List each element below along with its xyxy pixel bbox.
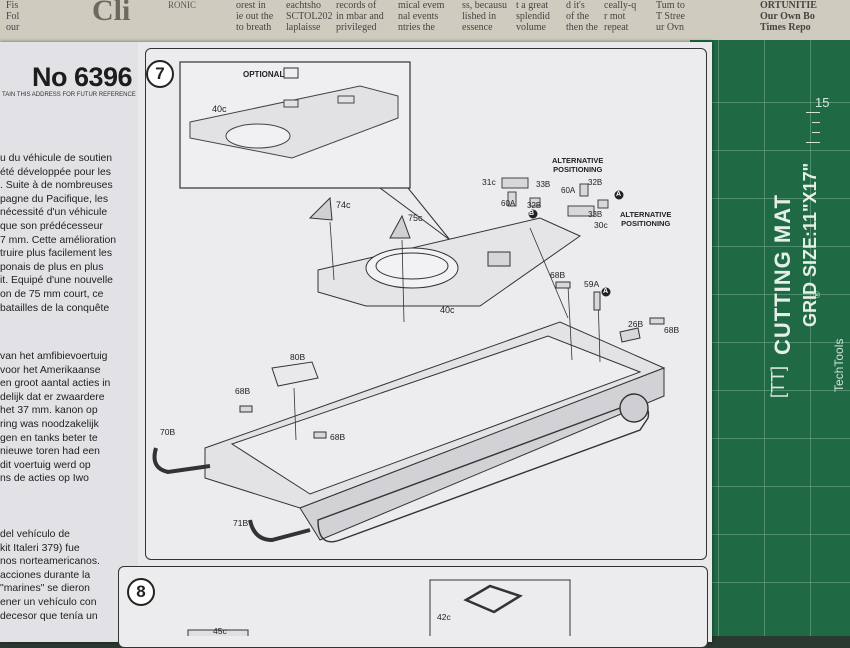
label-45c: 45c (213, 626, 227, 636)
text-dutch: van het amfibievoertuig voor het Amerika… (0, 351, 111, 485)
label-40c-inset: 40c (212, 104, 227, 114)
newspaper-column: t a great splendid volume (516, 0, 550, 33)
label-60a: 60A (561, 186, 576, 195)
label-68b: 68B (235, 386, 251, 396)
newspaper-column: mical evem nal events ntries the (398, 0, 445, 33)
ref-a-marker-2 (601, 287, 611, 297)
label-68b: 68B (330, 432, 346, 442)
part-59a (593, 291, 601, 311)
label-42c: 42c (437, 612, 451, 622)
text-french: u du véhicule de soutien été développée … (0, 153, 117, 314)
label-68b: 68B (664, 325, 680, 335)
newspaper-column: ceally-q r mot repeat (604, 0, 637, 33)
part-42c (463, 584, 523, 614)
label-30c: 30c (594, 220, 608, 230)
label-80b: 80B (290, 352, 306, 362)
label-74c: 74c (336, 200, 351, 210)
ref-a-label-1: A (616, 191, 622, 198)
text-spanish: del vehículo de kit Italeri 379) fue nos… (0, 529, 100, 622)
newspaper-column: Tum to T Stree ur Ovn (656, 0, 685, 33)
part-68b (649, 317, 665, 325)
part-74c (308, 196, 333, 221)
cutting-mat (690, 40, 850, 636)
step-7-number: 7 (146, 60, 174, 88)
ref-a-marker-1 (614, 190, 624, 200)
newspaper-headline: Cli (92, 0, 131, 27)
part-80b (271, 361, 319, 387)
instruction-sheet-left-page (0, 42, 138, 642)
label-60a: 60A (501, 199, 516, 208)
newspaper-column: orest in ie out the to breath (236, 0, 274, 33)
newspaper-brand-snippet: RONIC (168, 0, 197, 10)
optional-label: OPTIONAL (243, 70, 285, 79)
newspaper-column: ss, becausu lished in essence (462, 0, 507, 33)
step-8-number: 8 (127, 578, 155, 606)
newspaper-column: records of in mbar and privileged (336, 0, 384, 33)
part-45c (187, 629, 249, 636)
label-59a: 59A (584, 279, 600, 289)
part-68b (239, 405, 253, 413)
hull-part (204, 321, 666, 541)
part-26b (619, 327, 641, 343)
label-33b: 33B (536, 180, 551, 189)
ref-b-marker (528, 209, 538, 219)
part-71b (248, 519, 311, 543)
newspaper-column: d it's of the then the (566, 0, 598, 33)
alternative-positioning-detail (501, 177, 609, 217)
alternative-positioning-label-1: ALTERNATIVE POSITIONING (552, 156, 604, 174)
turret-deck-part (317, 217, 582, 307)
label-71b: 71B (233, 518, 249, 528)
label-32b: 32B (588, 178, 603, 187)
label-26b: 26B (628, 319, 644, 329)
document-note: TAIN THIS ADDRESS FOR FUTUR REFERENCE (2, 92, 136, 98)
newspaper-column: eachtsho SCTOL202 laplaisse (286, 0, 333, 33)
ref-b-label: B (529, 210, 535, 217)
mat-ruler-number: 15 (815, 95, 830, 110)
label-31c: 31c (482, 177, 496, 187)
newspaper-column: ORTUNITIE Our Own Bo Times Repo (760, 0, 817, 33)
optional-deck-plate (189, 85, 399, 159)
ref-a-label-2: A (603, 288, 609, 295)
label-32b: 32B (527, 201, 542, 210)
step-8-inset (429, 579, 571, 636)
label-70b: 70B (160, 427, 176, 437)
document-number: No 6396 (32, 62, 133, 92)
label-68b: 68B (550, 270, 566, 280)
part-68b (555, 281, 571, 289)
label-75c: 75c (408, 213, 423, 223)
part-70b (152, 447, 211, 475)
optional-icon (283, 67, 299, 79)
part-75c (389, 214, 411, 239)
part-68b (313, 431, 327, 439)
alternative-positioning-label-2: ALTERNATIVE POSITIONING (620, 210, 672, 228)
label-33b: 33B (588, 210, 603, 219)
track-assembly (317, 393, 650, 543)
newspaper-column: Fis Fol our (6, 0, 20, 33)
label-40c-deck: 40c (440, 305, 455, 315)
